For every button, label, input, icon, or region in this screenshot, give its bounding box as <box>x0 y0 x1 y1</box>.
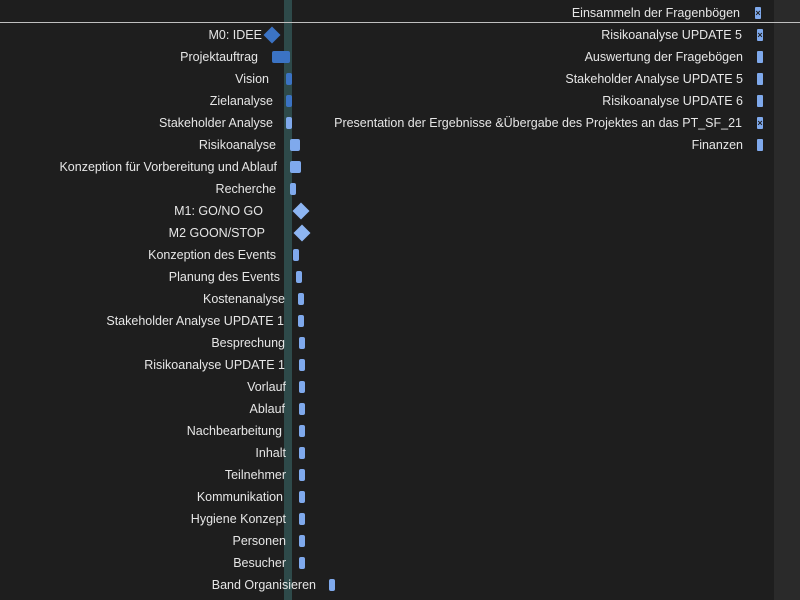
task-bar[interactable] <box>290 161 301 173</box>
task-bar[interactable] <box>298 293 304 305</box>
task-bar[interactable] <box>299 557 305 569</box>
task-bar[interactable] <box>299 535 305 547</box>
task-label: Einsammeln der Fragenbögen <box>571 6 740 20</box>
task-label: Besucher <box>233 556 286 570</box>
right-scroll-area[interactable] <box>774 0 800 600</box>
task-bar[interactable] <box>757 95 763 107</box>
task-bar[interactable] <box>299 469 305 481</box>
task-label: M1: GO/NO GO <box>174 204 263 218</box>
task-bar[interactable] <box>272 51 290 63</box>
task-bar[interactable] <box>299 513 305 525</box>
task-bar[interactable] <box>299 359 305 371</box>
collapsed-task-marker[interactable]: × <box>757 117 763 129</box>
task-label: Stakeholder Analyse <box>159 116 273 130</box>
task-label: Besprechung <box>211 336 285 350</box>
task-label: Hygiene Konzept <box>190 512 286 526</box>
task-label: Projektauftrag <box>180 50 258 64</box>
task-label: Risikoanalyse UPDATE 6 <box>602 94 743 108</box>
task-bar[interactable] <box>286 73 292 85</box>
task-bar[interactable] <box>299 447 305 459</box>
task-label: Ablauf <box>249 402 285 416</box>
collapsed-task-marker[interactable]: × <box>755 7 761 19</box>
task-bar[interactable] <box>299 381 305 393</box>
milestone-diamond[interactable] <box>293 224 311 242</box>
task-bar[interactable] <box>757 139 763 151</box>
task-bar[interactable] <box>296 271 302 283</box>
task-label: Kostenanalyse <box>202 292 285 306</box>
task-label: Finanzen <box>691 138 743 152</box>
task-bar[interactable] <box>286 117 292 129</box>
task-bar[interactable] <box>757 73 763 85</box>
task-label: Stakeholder Analyse UPDATE 5 <box>565 72 743 86</box>
task-bar[interactable] <box>290 139 300 151</box>
task-bar[interactable] <box>329 579 335 591</box>
task-label: Risikoanalyse UPDATE 1 <box>144 358 285 372</box>
task-bar[interactable] <box>286 95 292 107</box>
task-bar[interactable] <box>299 425 305 437</box>
task-label: Kommunikation <box>196 490 283 504</box>
milestone-diamond[interactable] <box>263 26 281 44</box>
task-bar[interactable] <box>299 403 305 415</box>
task-label: Risikoanalyse <box>198 138 276 152</box>
task-label: Auswertung der Fragebögen <box>584 50 743 64</box>
task-label: Vorlauf <box>247 380 286 394</box>
task-bar[interactable] <box>290 183 296 195</box>
task-label: Zielanalyse <box>209 94 273 108</box>
task-label: Stakeholder Analyse UPDATE 1 <box>106 314 284 328</box>
task-label: Risikoanalyse UPDATE 5 <box>601 28 742 42</box>
task-label: Personen <box>232 534 286 548</box>
task-label: M0: IDEE <box>208 28 263 42</box>
task-label: Konzeption des Events <box>148 248 276 262</box>
task-label: Recherche <box>215 182 276 196</box>
task-label: Band Organisieren <box>211 578 316 592</box>
task-label: Inhalt <box>255 446 286 460</box>
today-line <box>284 0 292 600</box>
task-label: Vision <box>235 72 269 86</box>
collapsed-task-marker[interactable]: × <box>757 29 763 41</box>
task-label: Nachbearbeitung <box>186 424 282 438</box>
task-bar[interactable] <box>299 491 305 503</box>
milestone-diamond[interactable] <box>292 202 310 220</box>
task-bar[interactable] <box>757 51 763 63</box>
task-label: Presentation der Ergebnisse &Übergabe de… <box>334 116 742 130</box>
task-label: Konzeption für Vorbereitung und Ablauf <box>59 160 277 174</box>
task-label: Teilnehmer <box>224 468 286 482</box>
task-bar[interactable] <box>298 315 304 327</box>
timeline-header-divider <box>0 22 800 23</box>
task-label: Planung des Events <box>168 270 280 284</box>
task-bar[interactable] <box>293 249 299 261</box>
task-bar[interactable] <box>299 337 305 349</box>
task-label: M2 GOON/STOP <box>168 226 265 240</box>
